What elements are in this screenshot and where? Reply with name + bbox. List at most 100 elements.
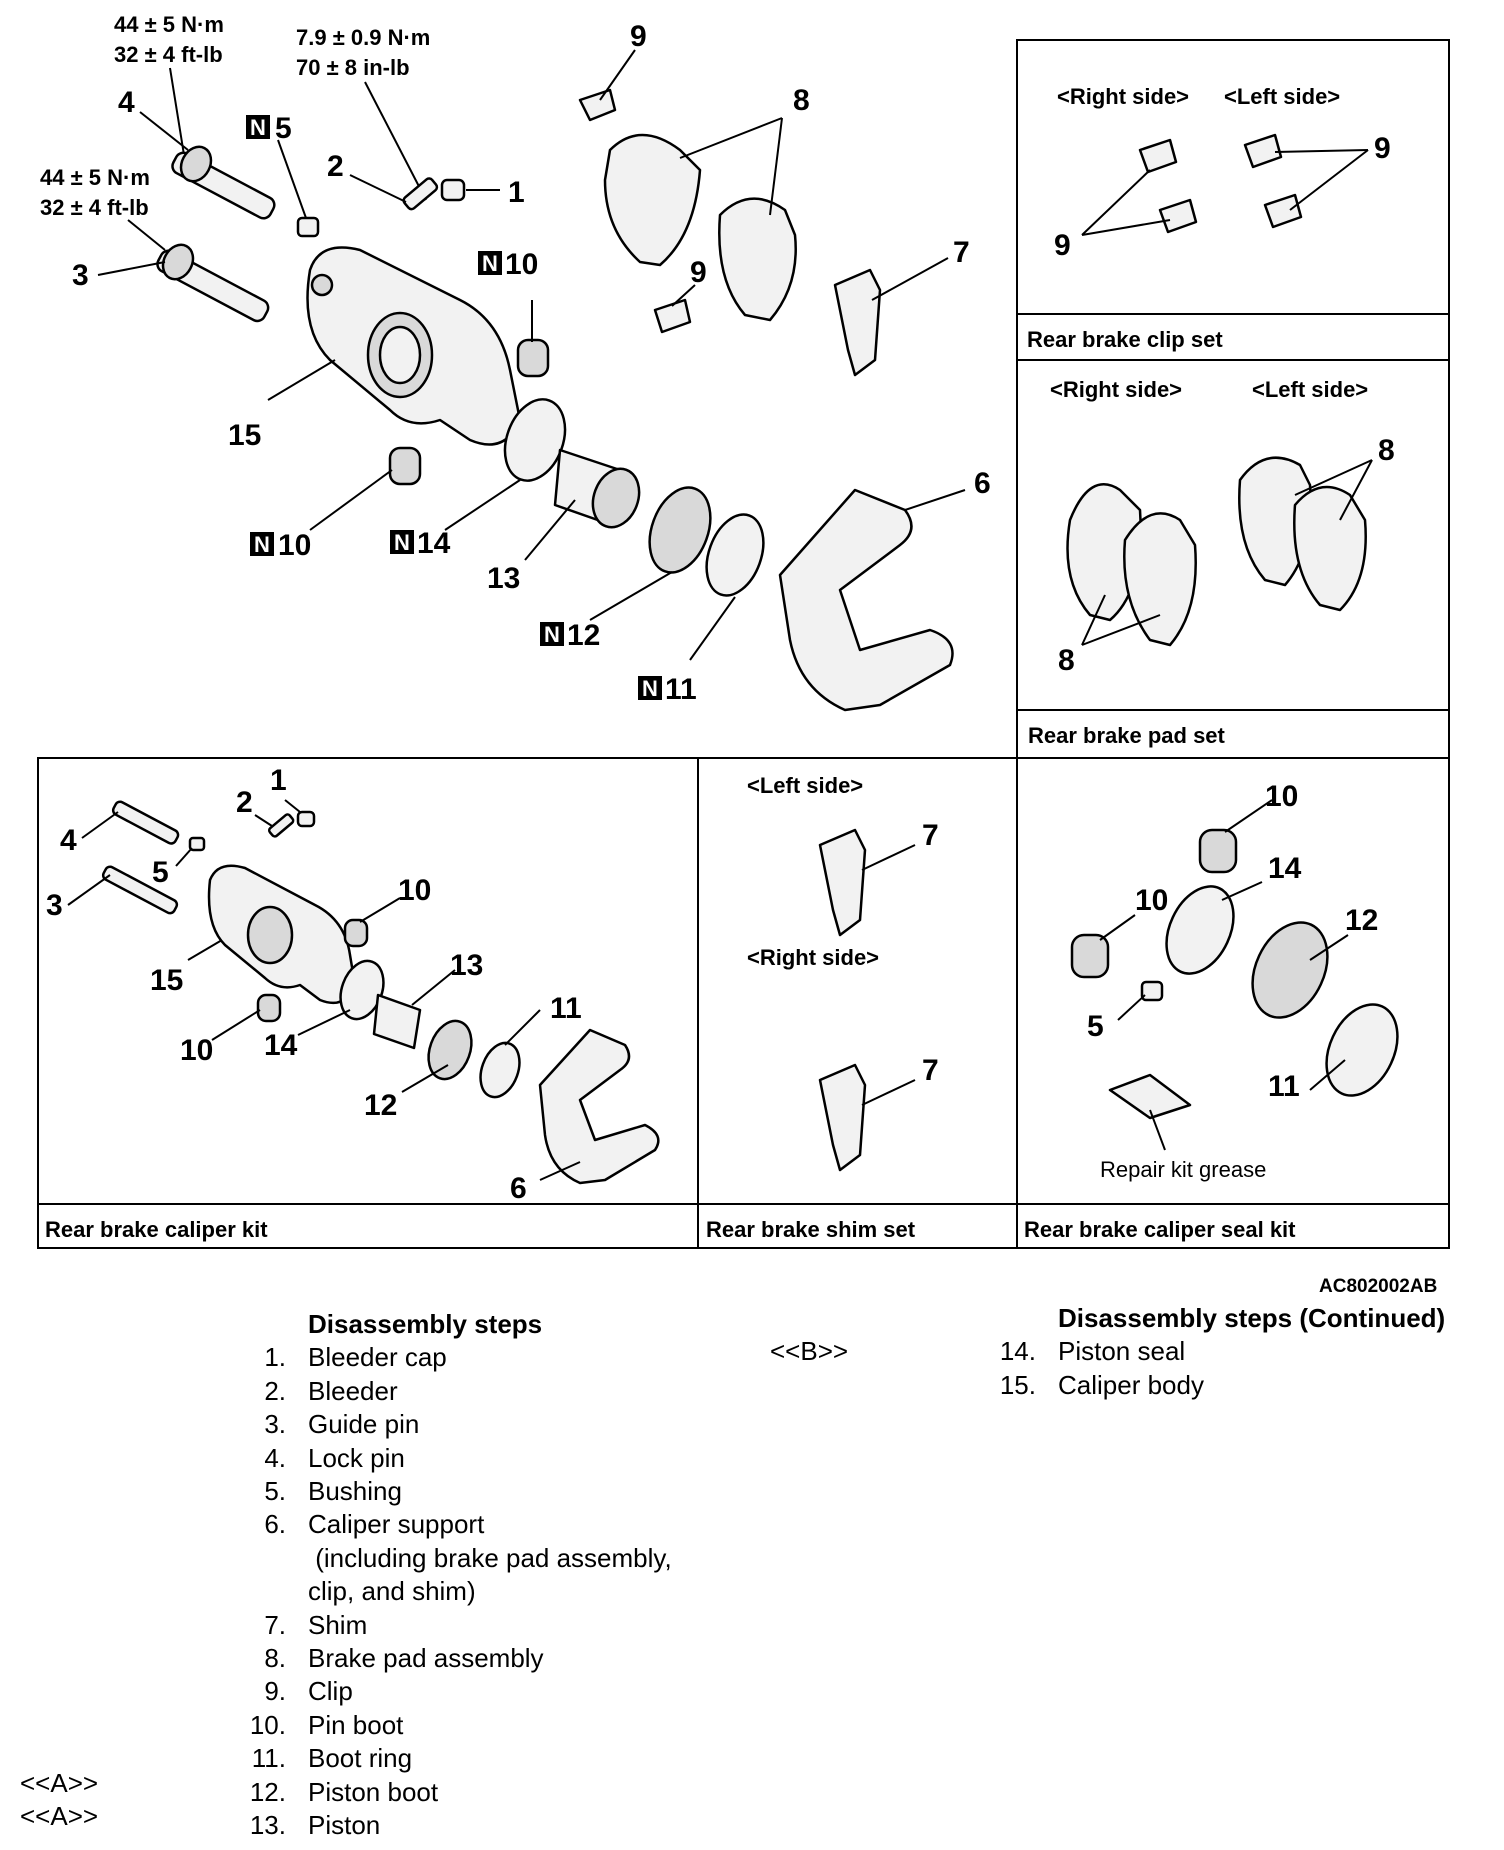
leader-15: [267, 359, 336, 401]
kit-caliper-support-shape: [538, 1028, 660, 1185]
disassembly-steps-continued: Disassembly steps (Continued) 14.Piston …: [996, 1302, 1445, 1402]
kit-leader-4: [81, 811, 119, 839]
seal-kit-callout-5: 5: [1087, 1010, 1104, 1043]
step-item: 7.Shim: [246, 1609, 672, 1642]
leader-clip-l2: [1289, 149, 1369, 211]
leader-6: [904, 489, 966, 511]
step-number: 15.: [999, 1369, 1036, 1400]
leader-torque-guide-pin: [127, 219, 166, 251]
step-item: (including brake pad assembly,: [246, 1542, 672, 1575]
kit-callout-15: 15: [150, 964, 183, 997]
kit-bleeder-shape: [267, 813, 295, 838]
leader-5: [277, 139, 307, 219]
kit-leader-5: [175, 847, 193, 867]
disassembly-steps-continued-heading: Disassembly steps (Continued): [1058, 1303, 1446, 1333]
caliper-body-shape: [306, 246, 522, 446]
callout-7: 7: [953, 236, 970, 269]
step-item: 1. Bleeder cap: [246, 1341, 672, 1374]
kit-pin-boot-lower-shape: [256, 993, 282, 1023]
kit-leader-12: [401, 1064, 449, 1093]
seal-piston-seal-shape: [1165, 885, 1235, 975]
leader-pad-l1: [1294, 459, 1373, 496]
step-text: Boot ring: [308, 1743, 413, 1774]
pad-left-outer-shape: [1293, 485, 1367, 612]
step-text: Piston boot: [308, 1776, 439, 1807]
leader-4: [139, 111, 189, 151]
pad-set-callout-8-right: 8: [1058, 644, 1075, 677]
repair-kit-grease-shape: [1108, 1073, 1192, 1120]
bleeder-shape: [402, 177, 439, 211]
svg-text:N: N: [394, 530, 410, 555]
leader-pad-r1: [1081, 594, 1106, 646]
leader-torque-bleeder: [364, 81, 427, 201]
svg-text:N: N: [544, 622, 560, 647]
step-text: Bleeder cap: [308, 1342, 447, 1373]
leader-7: [871, 257, 949, 301]
step-number: 1.: [264, 1342, 286, 1373]
kit-bushing-shape: [188, 836, 206, 852]
clip-right-upper-shape: [1138, 138, 1178, 174]
torque-lock-pin-ftlb: 32 ± 4 ft-lb: [114, 42, 223, 67]
kit-callout-3: 3: [46, 889, 63, 922]
callout-14: 14: [417, 527, 451, 560]
step-item: 5. Bushing: [246, 1475, 672, 1508]
torque-guide-pin-nm: 44 ± 5 N·m: [40, 165, 150, 190]
nmark-11: N: [638, 676, 662, 701]
leader-8b: [769, 117, 783, 216]
leader-9b: [671, 284, 696, 307]
clip-set-right-label: <Right side>: [1057, 84, 1189, 109]
step-text: Bushing: [308, 1476, 402, 1507]
step-number: 12.: [249, 1776, 286, 1807]
step-number: [246, 1575, 308, 1608]
seal-pin-boot-lower-shape: [1070, 933, 1110, 979]
panel-pad-set: <Right side> <Left side> 8 8 Rear brake …: [1016, 359, 1450, 759]
step-item: 6. Caliper support: [246, 1508, 672, 1541]
step-number: [246, 1542, 308, 1575]
kit-callout-10-lower: 10: [180, 1034, 213, 1067]
callout-6: 6: [974, 467, 991, 500]
leader-10b: [309, 469, 393, 531]
callout-1: 1: [508, 176, 525, 209]
clip-upper-shape: [578, 88, 617, 122]
step-number: 14.: [999, 1336, 1036, 1367]
piston-shape: [553, 448, 641, 529]
leader-clip-r1: [1081, 169, 1151, 236]
brake-pad-outer-shape: [718, 197, 797, 322]
panel-seal-kit: 10 10 14 12 5 11 Repair kit grease Rear …: [1016, 757, 1450, 1249]
kit-leader-1: [284, 799, 301, 813]
seal-piston-boot-shape: [1251, 921, 1329, 1019]
step-number: 9.: [264, 1676, 286, 1707]
caliper-kit-title: Rear brake caliper kit: [45, 1217, 268, 1242]
callout-3: 3: [72, 259, 89, 292]
callout-5: 5: [275, 112, 292, 145]
ref-a-step-13: <<A>>: [20, 1801, 99, 1831]
svg-text:N: N: [642, 676, 658, 701]
clip-set-title: Rear brake clip set: [1027, 327, 1223, 352]
step-item: 4.Lock pin: [246, 1442, 672, 1475]
main-exploded-view: 44 ± 5 N·m 32 ± 4 ft-lb 7.9 ± 0.9 N·m 70…: [40, 12, 991, 712]
torque-bleeder-inlb: 70 ± 8 in-lb: [296, 55, 410, 80]
leader-2: [349, 174, 407, 203]
seal-kit-callout-12: 12: [1345, 904, 1378, 937]
step-item: 15.Caliper body: [996, 1369, 1445, 1402]
seal-leader-14: [1221, 881, 1263, 901]
shim-leader-left: [861, 844, 916, 871]
nmark-14: N: [390, 530, 414, 555]
kit-callout-12: 12: [364, 1089, 397, 1122]
clip-left-lower-shape: [1263, 193, 1303, 229]
kit-bleeder-cap-shape: [296, 810, 316, 828]
pad-set-callout-8-left: 8: [1378, 434, 1395, 467]
step-number: 6.: [264, 1509, 286, 1540]
pin-boot-lower-shape: [388, 446, 422, 486]
leader-pad-l2: [1339, 459, 1373, 521]
callout-10-upper: 10: [505, 248, 538, 281]
step-number: 5.: [264, 1476, 286, 1507]
step-text: Clip: [308, 1676, 353, 1707]
step-text: Caliper support: [308, 1509, 485, 1540]
step-text: Brake pad assembly: [308, 1643, 544, 1674]
shim-set-callout-7-right: 7: [922, 1054, 939, 1087]
torque-bleeder-nm: 7.9 ± 0.9 N·m: [296, 25, 430, 50]
callout-2: 2: [327, 150, 344, 183]
seal-kit-title: Rear brake caliper seal kit: [1024, 1217, 1296, 1242]
